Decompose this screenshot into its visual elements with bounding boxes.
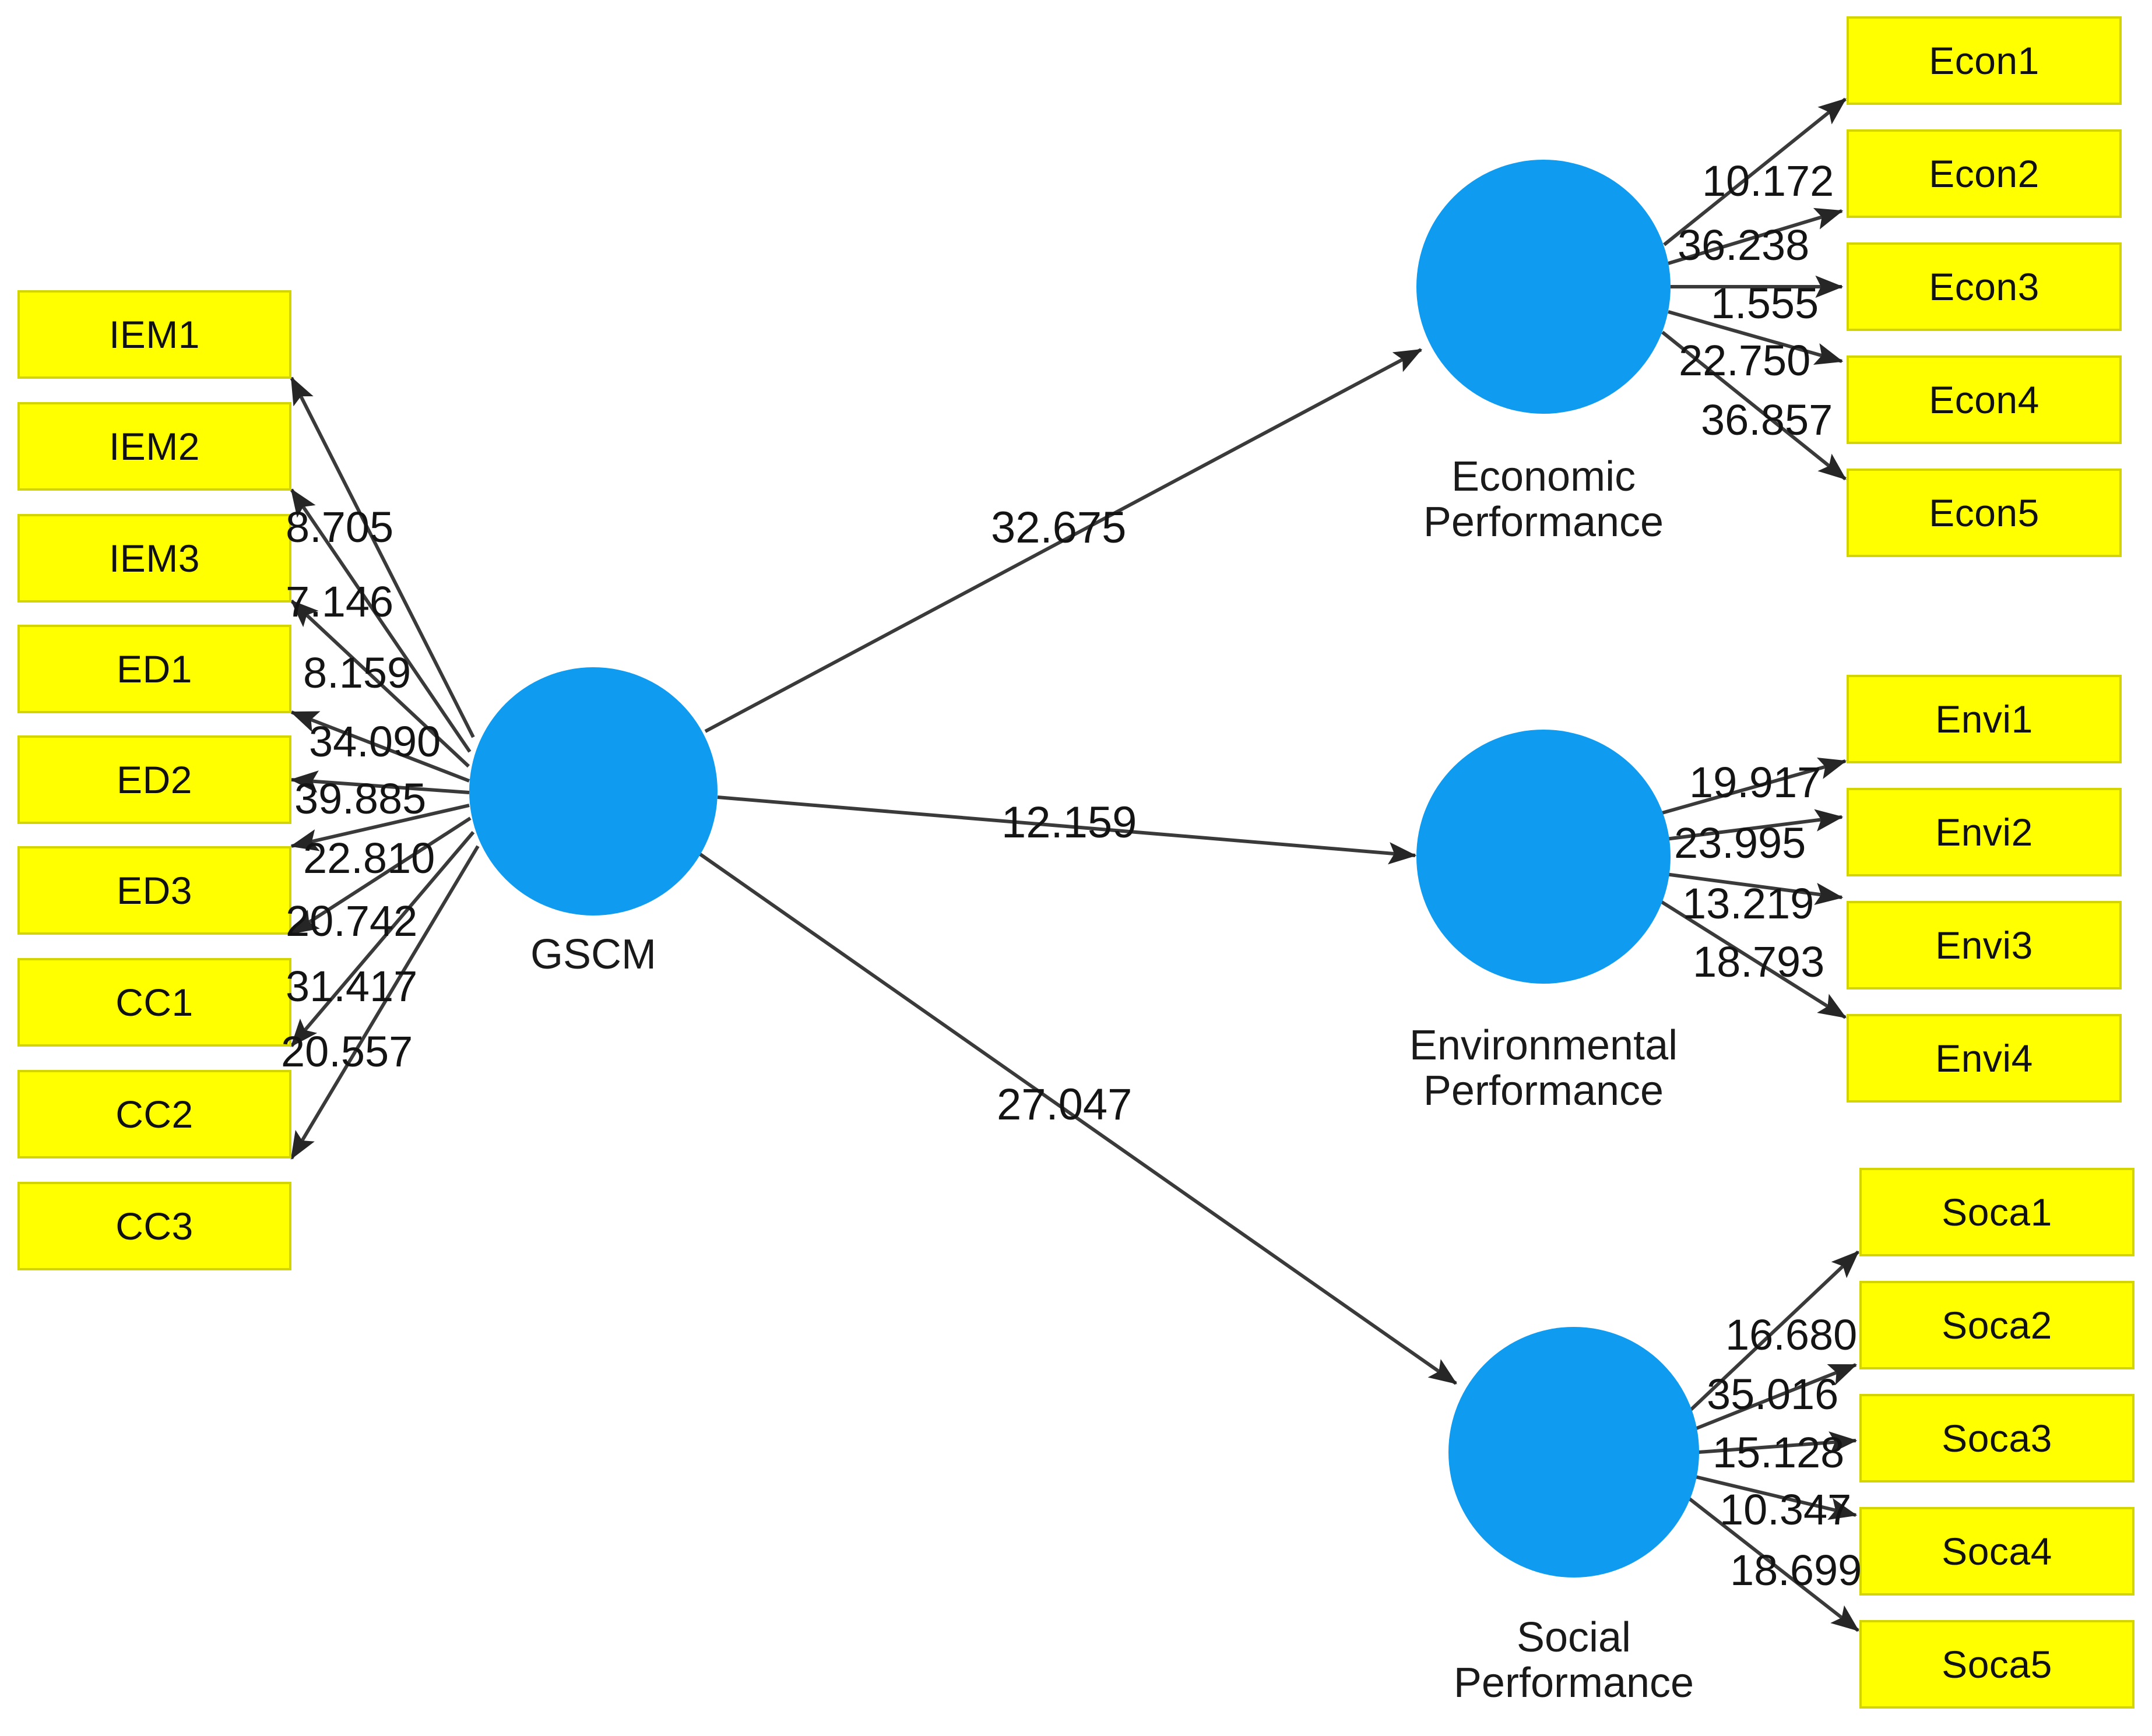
edge-social-soca4 [1694,1475,1858,1520]
indicator-box-ed3[interactable]: ED3 [17,846,291,935]
path-value-gscm-environmental: 12.159 [1001,798,1137,847]
indicator-box-cc2[interactable]: CC2 [17,1070,291,1158]
indicator-box-envi1[interactable]: Envi1 [1847,675,2122,763]
indicator-box-iem2[interactable]: IEM2 [17,402,291,491]
edge-gscm-social [698,852,1457,1385]
edge-economic-econ1 [1663,97,1847,247]
loading-value-econ1: 10.172 [1702,157,1834,205]
loading-value-envi1: 19.917 [1689,758,1822,807]
loading-value-soca1: 16.680 [1725,1311,1858,1359]
edge-gscm-ed3 [290,804,470,851]
indicator-box-soca3[interactable]: Soca3 [1859,1394,2135,1483]
loading-value-soca2: 35.016 [1707,1370,1839,1418]
edge-economic-econ4 [1668,310,1844,365]
loading-value-econ2: 36.238 [1678,221,1810,269]
edge-gscm-cc1 [290,816,472,935]
latent-label-economic-performance: Economic Performance [1423,453,1664,545]
indicator-box-soca1[interactable]: Soca1 [1859,1168,2135,1256]
latent-label-gscm: GSCM [530,931,656,978]
loading-value-envi2: 23.995 [1674,819,1806,867]
latent-node-gscm[interactable] [469,667,718,915]
indicator-box-econ3[interactable]: Econ3 [1847,242,2122,331]
indicator-box-cc1[interactable]: CC1 [17,958,291,1047]
loading-value-soca5: 18.699 [1730,1546,1862,1594]
indicator-box-iem1[interactable]: IEM1 [17,290,291,379]
indicator-box-ed1[interactable]: ED1 [17,625,291,713]
path-value-gscm-economic: 32.675 [991,503,1127,552]
loading-value-ed1: 34.090 [309,717,441,766]
indicator-box-envi2[interactable]: Envi2 [1847,788,2122,876]
edge-environmental-envi2 [1665,809,1844,841]
latent-node-economic-performance[interactable] [1416,160,1671,414]
loading-value-econ4: 22.750 [1679,336,1811,385]
latent-node-environmental-performance[interactable] [1416,730,1671,984]
path-value-gscm-social: 27.047 [997,1080,1133,1129]
edge-environmental-envi3 [1665,872,1844,906]
indicator-box-envi4[interactable]: Envi4 [1847,1014,2122,1103]
edge-gscm-iem2 [290,488,472,753]
latent-label-environmental-performance: Environmental Performance [1409,1022,1678,1114]
edge-gscm-environmental [717,795,1417,865]
edge-environmental-envi4 [1659,899,1847,1019]
latent-node-social-performance[interactable] [1448,1327,1699,1577]
indicator-box-soca5[interactable]: Soca5 [1859,1620,2135,1709]
edge-gscm-ed2 [290,770,470,794]
indicator-box-econ2[interactable]: Econ2 [1847,129,2122,218]
edge-social-soca5 [1687,1496,1859,1632]
indicator-box-ed2[interactable]: ED2 [17,735,291,824]
edge-gscm-economic [704,348,1423,733]
indicator-box-econ5[interactable]: Econ5 [1847,469,2122,557]
edge-gscm-ed1 [290,710,470,783]
loading-value-cc3: 20.557 [281,1027,413,1076]
loading-value-iem2: 7.146 [286,578,394,626]
edge-economic-econ5 [1661,330,1847,481]
loading-value-cc1: 20.742 [286,897,418,945]
loading-value-cc2: 31.417 [286,962,418,1010]
latent-label-social-performance: Social Performance [1453,1614,1694,1706]
edge-social-soca1 [1689,1250,1860,1412]
edge-gscm-cc3 [290,845,480,1160]
indicator-box-cc3[interactable]: CC3 [17,1182,291,1270]
indicator-box-iem3[interactable]: IEM3 [17,514,291,603]
loading-value-econ3: 1.555 [1711,279,1819,328]
loading-value-ed2: 39.885 [294,774,427,823]
edge-social-soca2 [1694,1363,1858,1431]
edge-economic-econ2 [1668,207,1844,265]
loading-value-soca3: 15.128 [1713,1428,1845,1477]
loading-value-iem3: 8.159 [303,649,412,697]
edge-gscm-cc2 [290,831,475,1047]
loading-value-envi4: 18.793 [1693,938,1825,986]
indicator-box-soca4[interactable]: Soca4 [1859,1507,2135,1596]
loading-value-soca4: 10.347 [1720,1485,1852,1534]
loading-value-econ5: 36.857 [1701,396,1833,444]
indicator-box-envi3[interactable]: Envi3 [1847,901,2122,990]
edge-environmental-envi1 [1659,757,1847,815]
edge-gscm-iem1 [290,376,475,738]
edge-gscm-iem3 [290,599,470,768]
loading-value-iem1: 8.705 [286,503,394,551]
edge-social-soca3 [1698,1431,1858,1454]
indicator-box-econ4[interactable]: Econ4 [1847,355,2122,444]
loading-value-ed3: 22.810 [303,834,435,882]
indicator-box-soca2[interactable]: Soca2 [1859,1281,2135,1369]
loading-value-envi3: 13.219 [1682,879,1815,928]
indicator-box-econ1[interactable]: Econ1 [1847,16,2122,105]
